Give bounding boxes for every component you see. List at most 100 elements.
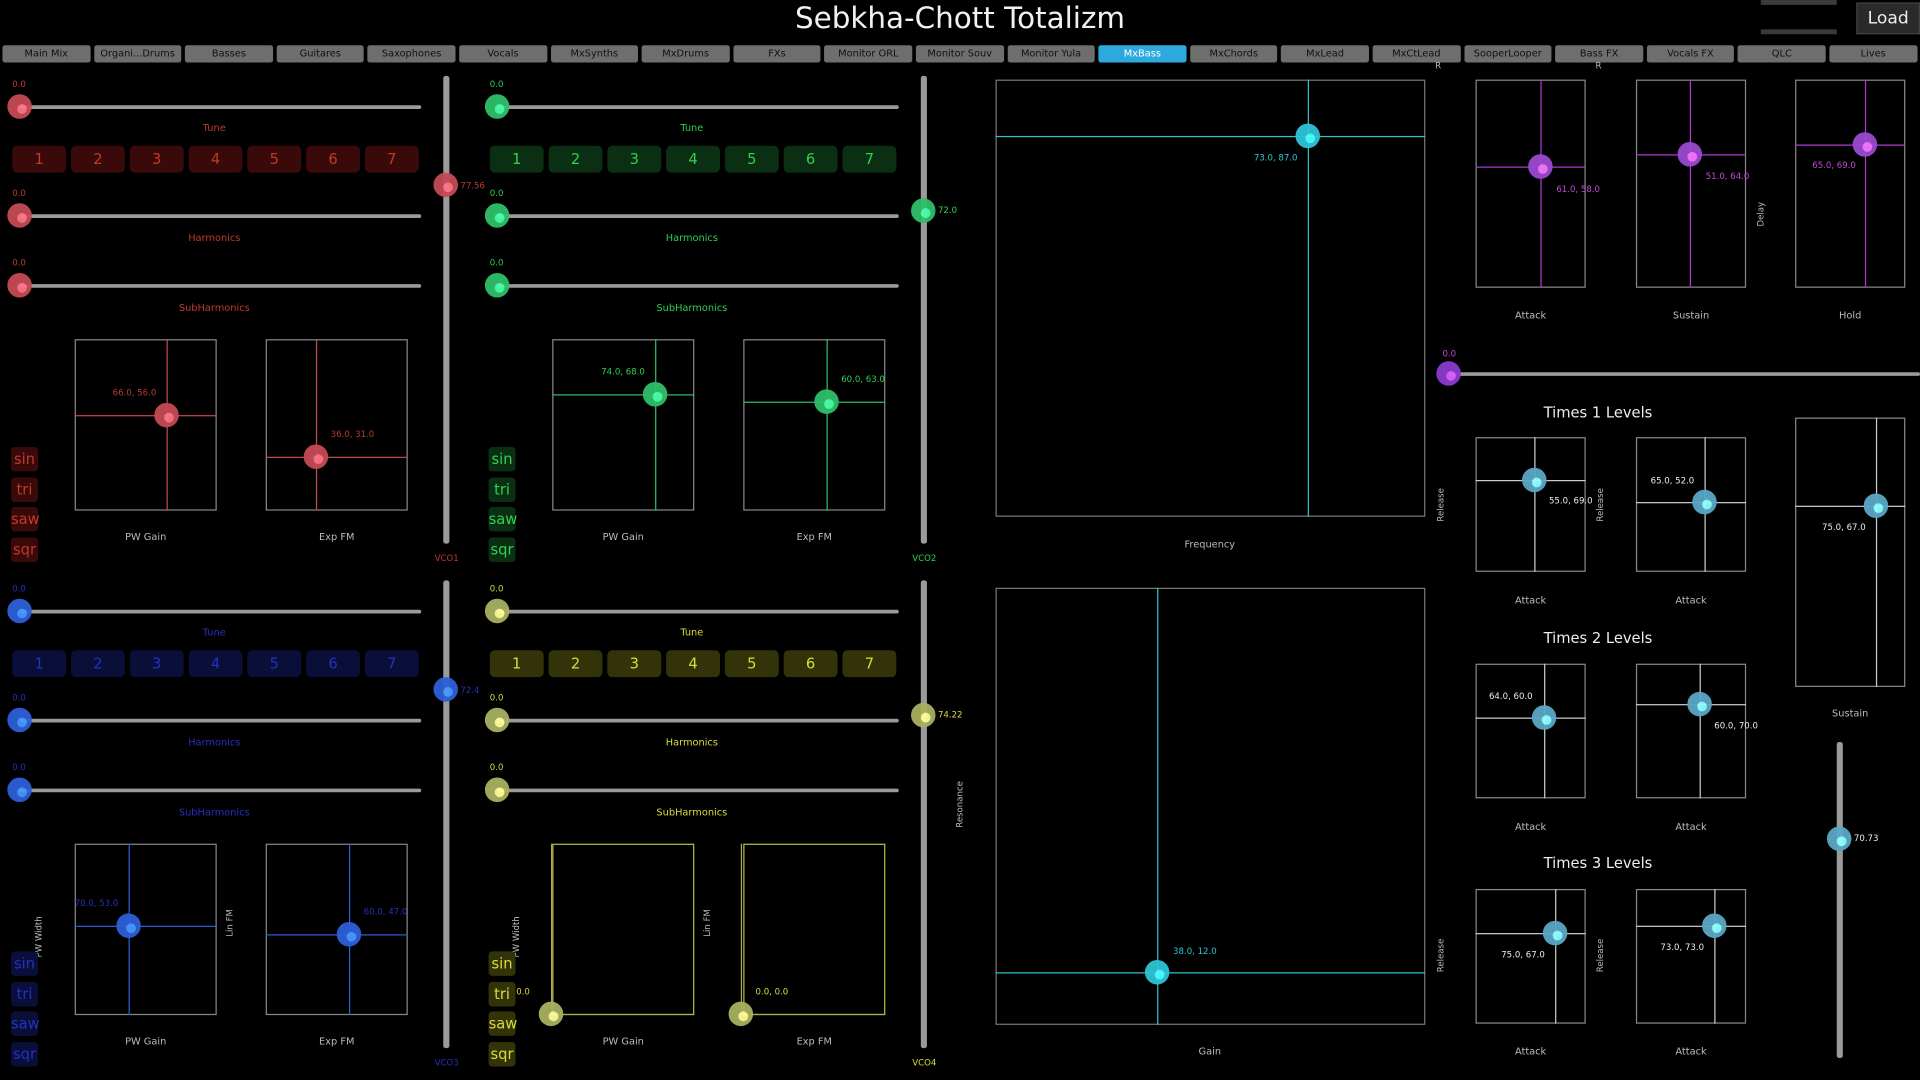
tab-lives[interactable]: Lives: [1829, 45, 1917, 63]
vco4-volume-track[interactable]: [920, 580, 927, 1049]
vco3-slider-knob[interactable]: [7, 707, 32, 733]
vco1-volume-track[interactable]: [443, 75, 450, 544]
times2-pad-b[interactable]: [1635, 663, 1747, 799]
vco1-number-button[interactable]: 4: [188, 145, 243, 173]
tab-monitor-orl[interactable]: Monitor ORL: [824, 45, 913, 63]
times1-pad-b-knob[interactable]: [1692, 489, 1717, 515]
envelope-knob[interactable]: [1852, 132, 1878, 157]
vco2-xy-pad[interactable]: [743, 339, 886, 511]
tab-sooperlooper[interactable]: SooperLooper: [1463, 45, 1552, 63]
vco1-xy-pad[interactable]: [74, 339, 217, 511]
vco1-xy-knob[interactable]: [303, 444, 329, 469]
gain-pad[interactable]: [995, 587, 1426, 1025]
vco4-slider-knob[interactable]: [484, 707, 510, 733]
vco2-number-button[interactable]: 2: [548, 145, 603, 173]
envelope-pad-0[interactable]: [1475, 79, 1586, 288]
vco4-xy-knob[interactable]: [728, 1001, 754, 1027]
load-button[interactable]: Load: [1856, 2, 1920, 35]
vco2-number-button[interactable]: 6: [783, 145, 838, 173]
tab-guitares[interactable]: Guitares: [276, 45, 365, 63]
vco3-number-button[interactable]: 3: [129, 650, 184, 678]
tab-monitor-souv[interactable]: Monitor Souv: [915, 45, 1004, 63]
vco2-number-button[interactable]: 3: [607, 145, 662, 173]
vco4-number-button[interactable]: 2: [548, 650, 603, 678]
vco1-number-button[interactable]: 2: [71, 145, 125, 173]
vco1-wave-sin[interactable]: sin: [11, 446, 38, 472]
vco4-slider-track[interactable]: [497, 609, 899, 614]
envelope-pad-1[interactable]: [1635, 79, 1747, 288]
vco1-xy-pad[interactable]: [265, 339, 408, 511]
vco1-slider-track[interactable]: [19, 284, 422, 288]
vco3-number-button[interactable]: 7: [364, 650, 419, 678]
vco3-slider-track[interactable]: [19, 788, 422, 793]
envelope-knob[interactable]: [1677, 142, 1703, 167]
tab-mxchords[interactable]: MxChords: [1189, 45, 1278, 63]
vco4-wave-sin[interactable]: sin: [488, 951, 516, 976]
vco4-number-button[interactable]: 5: [724, 650, 779, 678]
times3-pad-a[interactable]: [1475, 888, 1586, 1024]
vco2-number-button[interactable]: 4: [666, 145, 720, 173]
times1-pad-a[interactable]: [1475, 437, 1586, 572]
times3-pad-a-knob[interactable]: [1542, 920, 1568, 946]
envelope-pad-2[interactable]: [1795, 79, 1906, 288]
vco2-slider-track[interactable]: [497, 214, 899, 218]
vco4-slider-knob[interactable]: [484, 777, 510, 803]
vco3-wave-sqr[interactable]: sqr: [11, 1041, 38, 1066]
master-slider-track[interactable]: [1836, 742, 1843, 1058]
vco2-volume-track[interactable]: [920, 75, 927, 544]
vco1-number-button[interactable]: 7: [364, 145, 419, 173]
vco4-number-button[interactable]: 7: [842, 650, 897, 678]
vco2-wave-sin[interactable]: sin: [488, 446, 516, 472]
tab-organi-drums[interactable]: Organi...Drums: [93, 45, 182, 63]
times2-pad-a-knob[interactable]: [1531, 705, 1557, 730]
tab-vocals[interactable]: Vocals: [459, 45, 547, 63]
times1-pad-b[interactable]: [1635, 437, 1747, 572]
vco4-slider-track[interactable]: [497, 718, 899, 723]
vco4-xy-knob[interactable]: [538, 1001, 564, 1027]
vco4-xy-pad[interactable]: [552, 843, 695, 1016]
vco3-xy-pad[interactable]: [265, 843, 408, 1016]
vco3-volume-track[interactable]: [443, 580, 450, 1049]
vco1-slider-knob[interactable]: [7, 203, 32, 228]
vco3-slider-knob[interactable]: [7, 598, 32, 624]
vco2-slider-knob[interactable]: [484, 94, 510, 119]
vco3-slider-track[interactable]: [19, 718, 422, 723]
vco3-xy-knob[interactable]: [116, 913, 141, 938]
times2-pad-b-knob[interactable]: [1687, 691, 1712, 717]
tab-mxlead[interactable]: MxLead: [1281, 45, 1369, 63]
tab-mxctlead[interactable]: MxCtLead: [1372, 45, 1461, 63]
vco4-number-button[interactable]: 3: [607, 650, 662, 678]
envelope-slider-knob[interactable]: [1436, 361, 1461, 386]
vco1-wave-tri[interactable]: tri: [11, 476, 38, 502]
vco3-number-button[interactable]: 4: [188, 650, 243, 678]
vco1-wave-saw[interactable]: saw: [11, 506, 40, 532]
vco3-xy-pad[interactable]: [74, 843, 217, 1016]
tab-saxophones[interactable]: Saxophones: [367, 45, 456, 63]
vco2-wave-tri[interactable]: tri: [488, 476, 516, 502]
vco1-number-button[interactable]: 6: [306, 145, 360, 173]
times1-pad-a-knob[interactable]: [1522, 467, 1547, 493]
tab-qlc[interactable]: QLC: [1738, 45, 1826, 63]
vco1-xy-knob[interactable]: [154, 402, 179, 428]
master-slider-knob[interactable]: [1826, 826, 1852, 852]
vco4-number-button[interactable]: 4: [666, 650, 720, 678]
times3-pad-b[interactable]: [1635, 888, 1747, 1024]
vco3-number-button[interactable]: 1: [12, 650, 67, 678]
vco1-number-button[interactable]: 1: [12, 145, 67, 173]
tab-basses[interactable]: Basses: [185, 45, 273, 63]
vco3-wave-sin[interactable]: sin: [11, 951, 38, 976]
vco3-xy-knob[interactable]: [336, 922, 362, 947]
tab-vocals-fx[interactable]: Vocals FX: [1646, 45, 1735, 63]
tab-main-mix[interactable]: Main Mix: [2, 45, 90, 63]
vco2-number-button[interactable]: 1: [489, 145, 544, 173]
vco2-slider-track[interactable]: [497, 105, 899, 109]
vco2-number-button[interactable]: 7: [842, 145, 897, 173]
tab-fxs[interactable]: FXs: [733, 45, 821, 63]
vco2-volume-knob[interactable]: [911, 198, 936, 223]
frequency-pad[interactable]: [995, 79, 1426, 517]
times2-pad-a[interactable]: [1475, 663, 1586, 799]
vco1-number-button[interactable]: 3: [129, 145, 184, 173]
vco2-xy-pad[interactable]: [552, 339, 695, 511]
vco4-volume-knob[interactable]: [911, 702, 936, 728]
vco2-slider-track[interactable]: [497, 284, 899, 288]
